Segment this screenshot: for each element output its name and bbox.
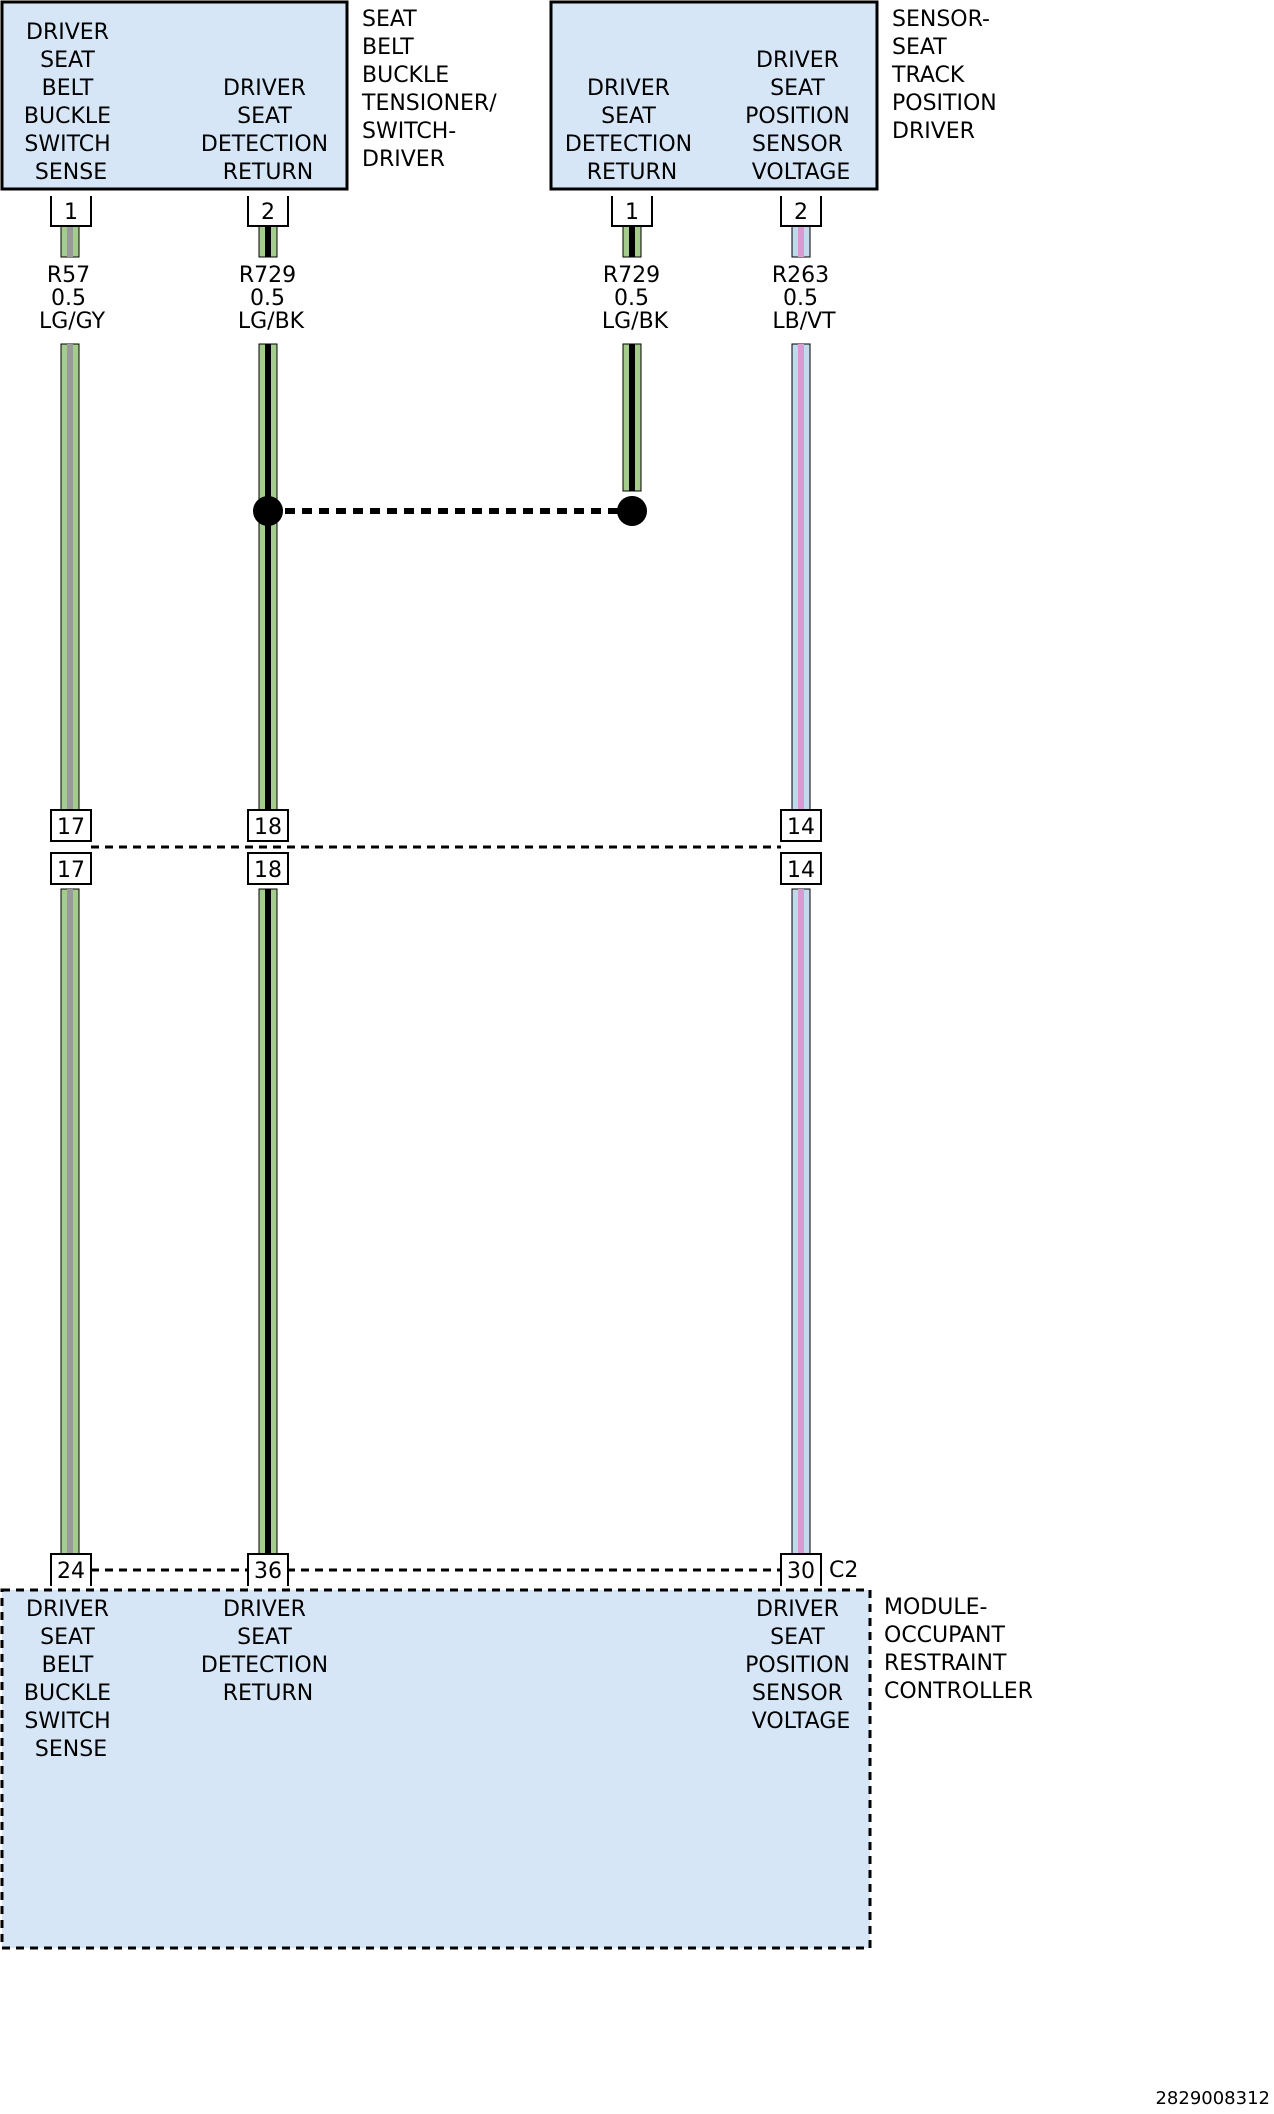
buckle-pin-2: 2 xyxy=(247,196,289,227)
sensor-pin2-function: DRIVER SEAT POSITION SENSOR VOLTAGE xyxy=(745,48,857,185)
sensor-pin-1-box xyxy=(611,196,653,227)
inline-pin-14-lower-box xyxy=(780,852,822,885)
module-pin-30-box xyxy=(780,1553,822,1586)
module-pin-24-box xyxy=(50,1553,92,1586)
inline-pin-17: 17 17 xyxy=(50,809,92,885)
inline-pin-18-upper-number: 18 xyxy=(254,815,282,840)
inline-pin-18-upper-box xyxy=(247,809,289,842)
inline-pin-18: 18 18 xyxy=(247,809,289,885)
module-pin24-function: DRIVER SEAT BELT BUCKLE SWITCH SENSE xyxy=(24,1597,118,1762)
module-pin36-function: DRIVER SEAT DETECTION RETURN xyxy=(201,1597,335,1706)
buckle-pin-1-number: 1 xyxy=(64,200,78,225)
inline-pin-17-lower-number: 17 xyxy=(57,858,85,883)
buckle-pin-2-number: 2 xyxy=(261,200,275,225)
module-pin-36: 36 xyxy=(247,1553,289,1586)
wire-r263-label: R263 0.5 LB/VT xyxy=(772,263,836,334)
inline-pin-14-upper-number: 14 xyxy=(787,815,815,840)
wire-r263 xyxy=(791,225,811,1557)
wire-r729-buckle-label: R729 0.5 LG/BK xyxy=(238,263,305,334)
module-pin-30: 30 xyxy=(780,1553,822,1586)
sensor-component-name: SENSOR- SEAT TRACK POSITION DRIVER xyxy=(891,7,1004,144)
splice-node-left xyxy=(253,496,283,526)
inline-pin-14: 14 14 xyxy=(780,809,822,885)
wire-r729a-mid-stripe xyxy=(265,344,271,810)
module-component-name: MODULE- OCCUPANT RESTRAINT CONTROLLER xyxy=(884,1595,1033,1704)
module-pin-36-number: 36 xyxy=(254,1559,282,1584)
wire-r57-upper-stripe xyxy=(67,226,73,257)
sensor-pin-2: 2 xyxy=(780,196,822,227)
wire-r57-lower-stripe xyxy=(67,889,73,1556)
inline-pin-17-upper-box xyxy=(50,809,92,842)
buckle-pin2-function: DRIVER SEAT DETECTION RETURN xyxy=(201,76,335,185)
module-pin30-function: DRIVER SEAT POSITION SENSOR VOLTAGE xyxy=(745,1597,857,1734)
inline-pin-18-lower-box xyxy=(247,852,289,885)
wire-r57 xyxy=(60,225,80,1557)
sensor-component-box xyxy=(549,0,879,191)
wire-r263-lower-stripe xyxy=(798,889,804,1556)
sensor-pin-1: 1 xyxy=(611,196,653,227)
sensor-pin-2-number: 2 xyxy=(794,200,808,225)
buckle-pin1-function: DRIVER SEAT BELT BUCKLE SWITCH SENSE xyxy=(24,20,118,185)
wire-r729a-lower-stripe xyxy=(265,889,271,1556)
buckle-component-name: SEAT BELT BUCKLE TENSIONER/ SWITCH- DRIV… xyxy=(361,7,504,172)
module-pin-24: 24 xyxy=(50,1553,92,1586)
inline-pin-17-upper-number: 17 xyxy=(57,815,85,840)
sensor-pin-2-box xyxy=(780,196,822,227)
inline-pin-17-lower-box xyxy=(50,852,92,885)
module-pin-36-box xyxy=(247,1553,289,1586)
wire-r729b-mid-stripe xyxy=(629,344,635,491)
wire-r263-upper-stripe xyxy=(798,226,804,257)
buckle-pin-1: 1 xyxy=(50,196,92,227)
buckle-pin-1-box xyxy=(50,196,92,227)
wire-r57-label: R57 0.5 LG/GY xyxy=(39,263,106,334)
sensor-pin-1-number: 1 xyxy=(625,200,639,225)
module-connector-id: C2 xyxy=(829,1558,858,1583)
sensor-pin1-function: DRIVER SEAT DETECTION RETURN xyxy=(565,76,699,185)
buckle-component-box xyxy=(0,0,349,191)
wire-r729-buckle xyxy=(258,225,278,1557)
module-pin-30-number: 30 xyxy=(787,1559,815,1584)
inline-pin-14-upper-box xyxy=(780,809,822,842)
wire-r729a-upper-stripe xyxy=(265,226,271,257)
buckle-pin-2-box xyxy=(247,196,289,227)
figure-id: 2829008312 xyxy=(1155,2088,1270,2109)
wire-r729-sensor xyxy=(622,225,642,492)
wire-r57-mid-stripe xyxy=(67,344,73,810)
splice-node-right xyxy=(617,496,647,526)
module-component-box xyxy=(0,1588,872,1950)
module-pin-24-number: 24 xyxy=(57,1559,85,1584)
wire-r729b-upper-stripe xyxy=(629,226,635,257)
wire-r263-mid-stripe xyxy=(798,344,804,810)
wire-r729-sensor-label: R729 0.5 LG/BK xyxy=(602,263,669,334)
inline-pin-18-lower-number: 18 xyxy=(254,858,282,883)
inline-pin-14-lower-number: 14 xyxy=(787,858,815,883)
